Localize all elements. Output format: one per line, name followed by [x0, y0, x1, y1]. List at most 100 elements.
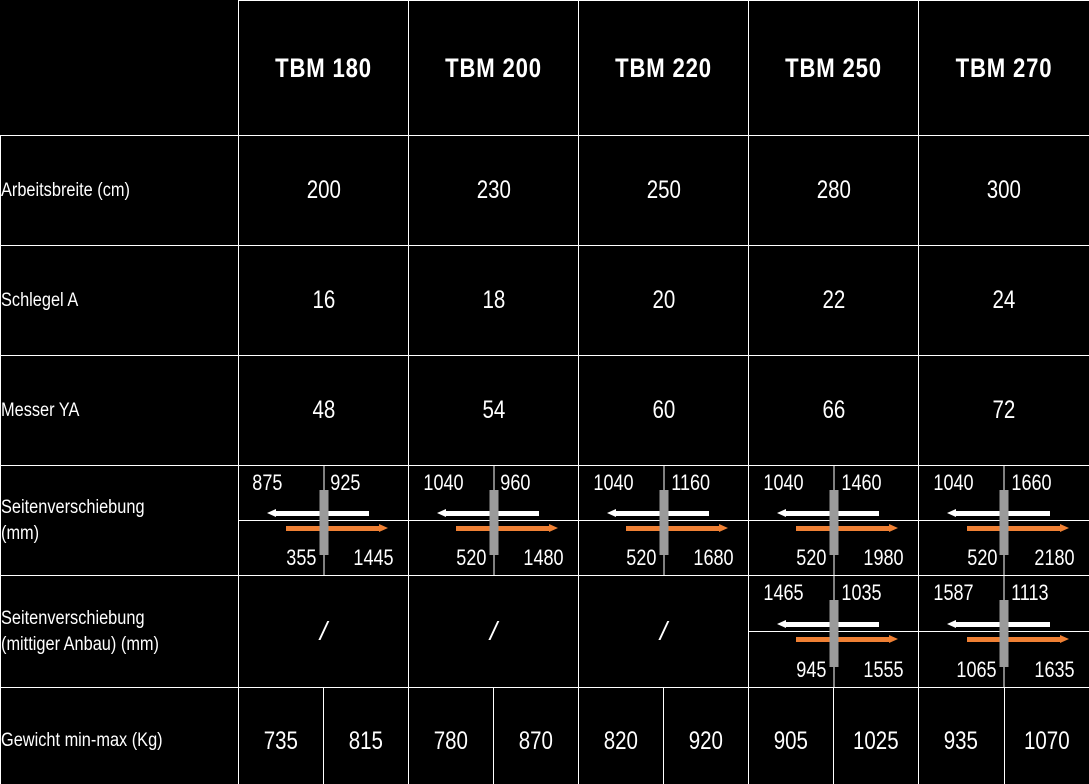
shift-value-bottom-left: 520: [453, 545, 490, 571]
model-header-label: TBM 250: [785, 52, 882, 83]
shift-value-top-left: 1587: [929, 580, 978, 606]
machine-center-bar-icon: [489, 489, 498, 556]
cell-seitenverschiebung-mittig-0: /: [238, 575, 409, 688]
cell-gewicht-3: 905 1025: [748, 687, 919, 784]
weight-max: 1070: [1004, 688, 1089, 784]
shift-value: 1035: [841, 580, 882, 605]
cell-messer-ya-2: 60: [578, 355, 749, 466]
weight-min: 905: [749, 688, 834, 784]
shift-diagram-lower: 945 1555: [749, 632, 918, 688]
not-available: /: [659, 616, 668, 646]
cell-gewicht-2: 820 920: [578, 687, 749, 784]
model-header-tbm-220: TBM 220: [578, 0, 749, 136]
shift-value-bottom-left: 355: [283, 545, 320, 571]
shift-diagram-lower: 355 1445: [239, 521, 408, 576]
cell-value: 200: [306, 176, 341, 204]
shift-value: 1980: [863, 545, 904, 570]
shift-value-bottom-left: 520: [623, 545, 660, 571]
machine-center-bar-icon: [999, 600, 1009, 668]
cell-value: 230: [476, 176, 511, 204]
cell-value: 20: [652, 286, 675, 314]
model-header-tbm-180: TBM 180: [238, 0, 409, 136]
weight-min: 735: [239, 688, 324, 784]
cell-arbeitsbreite-2: 250: [578, 135, 749, 246]
arrow-right-orange-icon: [456, 523, 559, 533]
weight-value: 920: [688, 726, 724, 755]
shift-value-bottom-right: 1680: [689, 545, 738, 571]
weight-value: 780: [433, 726, 469, 755]
cell-messer-ya-3: 66: [748, 355, 919, 466]
header-row: TBM 180 TBM 200 TBM 220 TBM 250 TBM 270: [0, 0, 1089, 136]
shift-value-bottom-right: 1980: [859, 545, 908, 571]
weight-min: 820: [579, 688, 664, 784]
shift-value: 1040: [763, 470, 804, 495]
row-label-line: Seitenverschiebung: [1, 607, 145, 629]
shift-value-bottom-left: 1065: [952, 657, 1001, 683]
model-header-label: TBM 270: [955, 52, 1053, 83]
shift-value: 1040: [593, 470, 634, 495]
cell-schlegel-a-2: 20: [578, 245, 749, 356]
table-row: Gewicht min-max (Kg) 735 815 780 870 820 920 90…: [0, 687, 1089, 784]
shift-value-top-left: 1465: [759, 580, 808, 606]
weight-min: 935: [919, 688, 1005, 784]
cell-value: 60: [652, 396, 675, 424]
shift-value: 1635: [1034, 657, 1075, 682]
weight-min: 780: [409, 688, 494, 784]
row-label-line: Seitenverschiebung: [1, 496, 145, 518]
shift-value: 1113: [1011, 580, 1049, 605]
arrow-right-orange-icon: [796, 523, 899, 533]
table-row: Seitenverschiebung(mittiger Anbau) (mm)/…: [0, 575, 1089, 688]
weight-value: 870: [518, 726, 554, 755]
shift-value-bottom-right: 1555: [859, 657, 908, 683]
model-header-label: TBM 180: [275, 52, 372, 83]
weight-max: 920: [663, 688, 748, 784]
arrow-right-orange-icon: [796, 634, 899, 644]
cell-value: 18: [482, 286, 505, 314]
model-header-label: TBM 220: [615, 52, 712, 83]
weight-value: 820: [603, 726, 639, 755]
arrow-right-orange-icon: [286, 523, 389, 533]
shift-value: 355: [286, 545, 317, 570]
shift-value-bottom-right: 2180: [1030, 545, 1079, 571]
corner-cell: [0, 0, 239, 136]
weight-value: 905: [773, 726, 809, 755]
cell-value: 280: [816, 176, 851, 204]
row-label-line: Gewicht min-max (Kg): [1, 730, 163, 752]
cell-schlegel-a-1: 18: [408, 245, 579, 356]
machine-center-bar-icon: [999, 489, 1009, 556]
cell-value: 66: [822, 396, 845, 424]
shift-value-bottom-right: 1635: [1030, 657, 1079, 683]
shift-value: 960: [500, 470, 531, 495]
shift-diagram: 1587 1113 1065 1635: [919, 576, 1089, 687]
weight-value: 815: [348, 726, 384, 755]
machine-center-bar-icon: [829, 600, 838, 668]
machine-center-bar-icon: [319, 489, 328, 556]
shift-value-bottom-right: 1445: [349, 545, 398, 571]
shift-value-top-right: 960: [497, 470, 534, 496]
shift-value: 1660: [1011, 470, 1052, 495]
row-label-schlegel-a: Schlegel A: [0, 245, 239, 356]
model-header-tbm-250: TBM 250: [748, 0, 919, 136]
cell-arbeitsbreite-3: 280: [748, 135, 919, 246]
shift-value: 1040: [423, 470, 464, 495]
cell-value: 250: [646, 176, 681, 204]
cell-value: 300: [986, 176, 1022, 204]
shift-value: 945: [796, 657, 827, 682]
shift-value: 520: [967, 545, 998, 570]
shift-value-top-right: 1460: [837, 470, 886, 496]
weight-max: 1025: [833, 688, 918, 784]
shift-value: 1555: [863, 657, 904, 682]
shift-value: 1065: [956, 657, 997, 682]
shift-value: 1680: [693, 545, 734, 570]
